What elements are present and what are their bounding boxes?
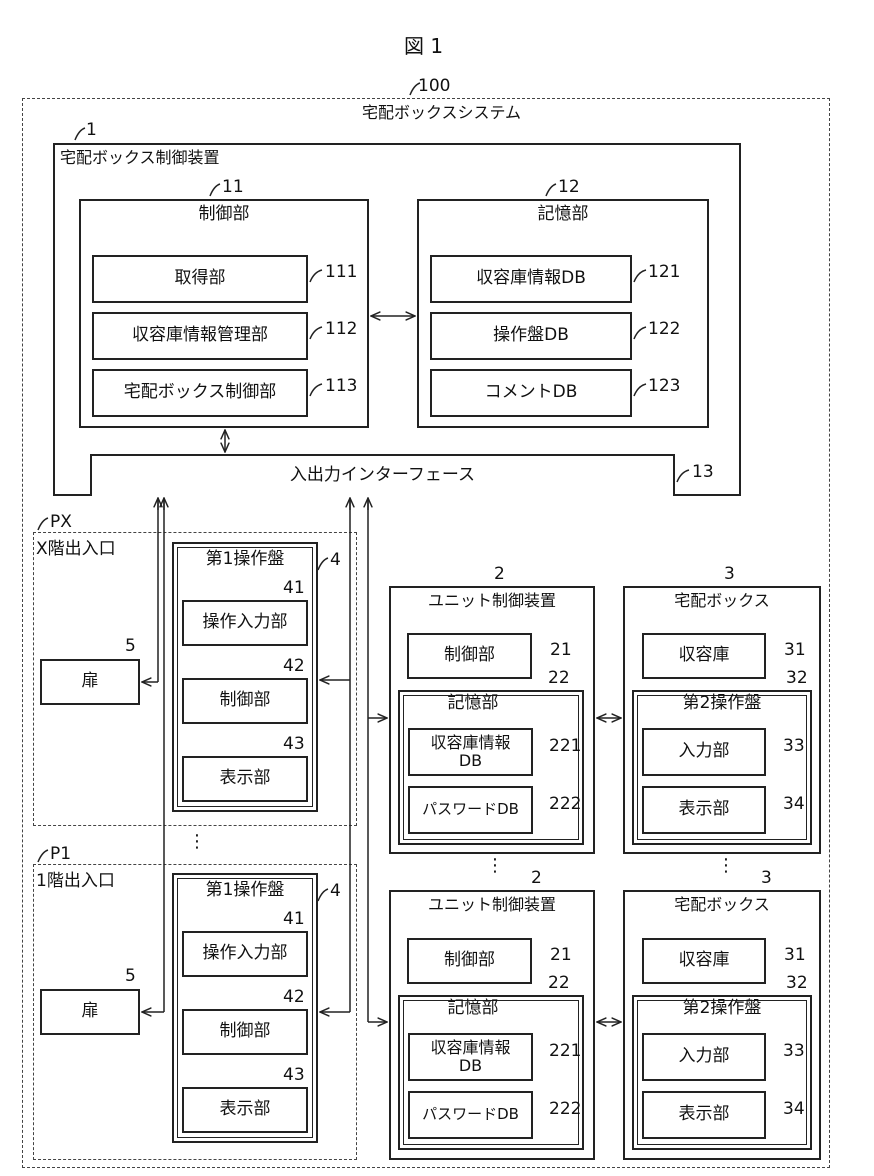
leader-1 [75, 128, 85, 140]
leader-4-p1 [318, 889, 328, 901]
leader-123 [634, 384, 646, 396]
leader-112 [310, 327, 322, 339]
leader-12 [546, 184, 556, 196]
leader-4-px [318, 558, 328, 570]
leader-111 [310, 270, 322, 282]
leader-p1 [38, 850, 48, 862]
leader-13 [677, 470, 689, 482]
leader-100 [410, 83, 420, 95]
leader-px [38, 518, 48, 530]
leader-121 [634, 270, 646, 282]
leader-11 [210, 184, 220, 196]
leader-122 [634, 327, 646, 339]
leader-113 [310, 384, 322, 396]
